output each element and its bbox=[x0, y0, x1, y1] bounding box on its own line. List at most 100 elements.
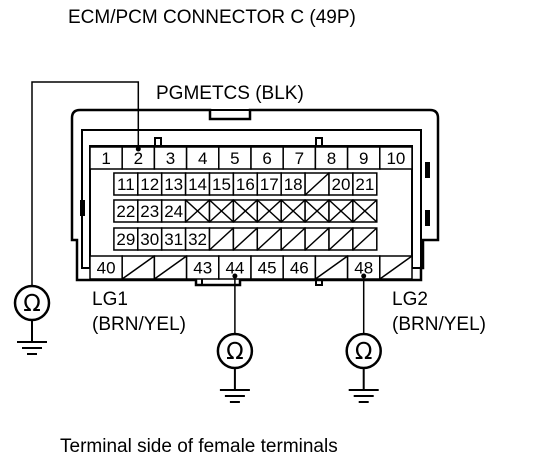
cavity-cross-b bbox=[352, 199, 378, 223]
terminal-number: 21 bbox=[355, 175, 374, 194]
terminal-number: 13 bbox=[164, 175, 183, 194]
lg2-wire-color: (BRN/YEL) bbox=[392, 314, 486, 335]
terminal-31: 31 bbox=[160, 227, 187, 251]
terminal-number: 10 bbox=[386, 149, 405, 168]
terminal-number: 18 bbox=[284, 175, 303, 194]
side-key-left bbox=[80, 200, 85, 216]
ohm-symbol: Ω bbox=[23, 291, 41, 317]
blank-cavity bbox=[184, 199, 211, 223]
lg1-wire-color: (BRN/YEL) bbox=[92, 314, 186, 335]
blank-cavity bbox=[328, 227, 354, 251]
lg2-label: LG2 (BRN/YEL) bbox=[392, 287, 486, 337]
lead-terminal-2 bbox=[31, 81, 140, 286]
terminal-number: 32 bbox=[188, 230, 207, 249]
terminal-46: 46 bbox=[282, 255, 317, 280]
lg1-label: LG1 (BRN/YEL) bbox=[92, 287, 186, 337]
terminal-number: 44 bbox=[225, 259, 244, 278]
terminal-24: 24 bbox=[160, 199, 187, 223]
cavity-cross-b bbox=[208, 199, 234, 223]
terminal-11: 11 bbox=[113, 172, 139, 196]
probe-tip-48 bbox=[361, 273, 367, 279]
side-key-right-bottom bbox=[425, 210, 430, 226]
terminal-number: 2 bbox=[134, 149, 143, 168]
terminal-number: 46 bbox=[290, 259, 309, 278]
cavity-cross-b bbox=[280, 199, 306, 223]
probe-tip-44 bbox=[232, 273, 238, 279]
terminal-22: 22 bbox=[113, 199, 139, 223]
terminal-5: 5 bbox=[218, 146, 252, 170]
terminal-10: 10 bbox=[379, 146, 413, 170]
connector-inner-wall bbox=[81, 129, 422, 269]
ohmmeter-left: Ω bbox=[13, 284, 51, 322]
cavity-cross-b bbox=[232, 199, 258, 223]
terminal-number: 12 bbox=[140, 175, 159, 194]
blank-cavity bbox=[328, 199, 354, 223]
terminal-48: 48 bbox=[346, 255, 381, 280]
terminal-7: 7 bbox=[282, 146, 317, 170]
lg2-name: LG2 bbox=[392, 289, 428, 310]
terminal-29: 29 bbox=[113, 227, 139, 251]
cavity-cross-b bbox=[304, 199, 330, 223]
blank-cavity bbox=[256, 227, 282, 251]
terminal-number: 3 bbox=[166, 149, 175, 168]
connector-body bbox=[70, 108, 440, 287]
lg1-name: LG1 bbox=[92, 289, 128, 310]
terminal-15: 15 bbox=[208, 172, 235, 196]
terminal-number: 20 bbox=[331, 175, 350, 194]
cavity-slash bbox=[256, 227, 282, 251]
blank-cavity bbox=[232, 199, 259, 223]
connector-housing bbox=[70, 108, 440, 287]
terminal-3: 3 bbox=[153, 146, 188, 170]
ground-icon bbox=[219, 368, 250, 403]
cavity-cross-b bbox=[328, 199, 354, 223]
blank-cavity bbox=[304, 172, 330, 196]
cavity-slash bbox=[153, 255, 188, 280]
terminal-23: 23 bbox=[137, 199, 163, 223]
ohmmeter-middle: Ω bbox=[216, 332, 254, 370]
keyway-top-right bbox=[315, 137, 323, 147]
terminal-number: 4 bbox=[198, 149, 207, 168]
blank-cavity bbox=[379, 255, 413, 280]
terminal-18: 18 bbox=[280, 172, 306, 196]
blank-cavity bbox=[256, 199, 282, 223]
terminal-number: 7 bbox=[295, 149, 304, 168]
blank-cavity bbox=[232, 227, 259, 251]
terminal-4: 4 bbox=[185, 146, 220, 170]
ground-icon bbox=[17, 320, 47, 355]
blank-cavity bbox=[208, 199, 235, 223]
blank-cavity bbox=[208, 227, 235, 251]
cavity-cross-b bbox=[256, 199, 282, 223]
blank-cavity bbox=[153, 255, 188, 280]
cavity-slash bbox=[352, 227, 378, 251]
cavity-slash bbox=[379, 255, 413, 280]
terminal-number: 15 bbox=[212, 175, 231, 194]
blank-cavity bbox=[280, 227, 306, 251]
terminal-number: 16 bbox=[236, 175, 255, 194]
terminal-number: 6 bbox=[262, 149, 271, 168]
side-key-right-top bbox=[425, 162, 430, 178]
terminal-number: 43 bbox=[193, 259, 212, 278]
terminal-number: 1 bbox=[101, 149, 110, 168]
terminal-14: 14 bbox=[184, 172, 211, 196]
cavity-slash bbox=[304, 172, 330, 196]
ohm-symbol: Ω bbox=[226, 339, 244, 365]
cavity-slash bbox=[328, 227, 354, 251]
cavity-slash bbox=[314, 255, 349, 280]
terminal-number: 9 bbox=[359, 149, 368, 168]
terminal-30: 30 bbox=[137, 227, 163, 251]
terminal-43: 43 bbox=[185, 255, 220, 280]
terminal-1: 1 bbox=[89, 146, 123, 170]
terminal-number: 30 bbox=[140, 230, 159, 249]
terminal-45: 45 bbox=[250, 255, 284, 280]
terminal-32: 32 bbox=[184, 227, 211, 251]
terminal-21: 21 bbox=[352, 172, 378, 196]
terminal-number: 22 bbox=[116, 202, 135, 221]
blank-cavity bbox=[304, 227, 330, 251]
diagram-caption: Terminal side of female terminals bbox=[60, 436, 338, 457]
terminal-number: 8 bbox=[327, 149, 336, 168]
terminal-9: 9 bbox=[346, 146, 381, 170]
ohmmeter-right: Ω bbox=[345, 332, 382, 370]
terminal-cell bbox=[379, 146, 413, 170]
probe-tip-2 bbox=[135, 146, 141, 152]
